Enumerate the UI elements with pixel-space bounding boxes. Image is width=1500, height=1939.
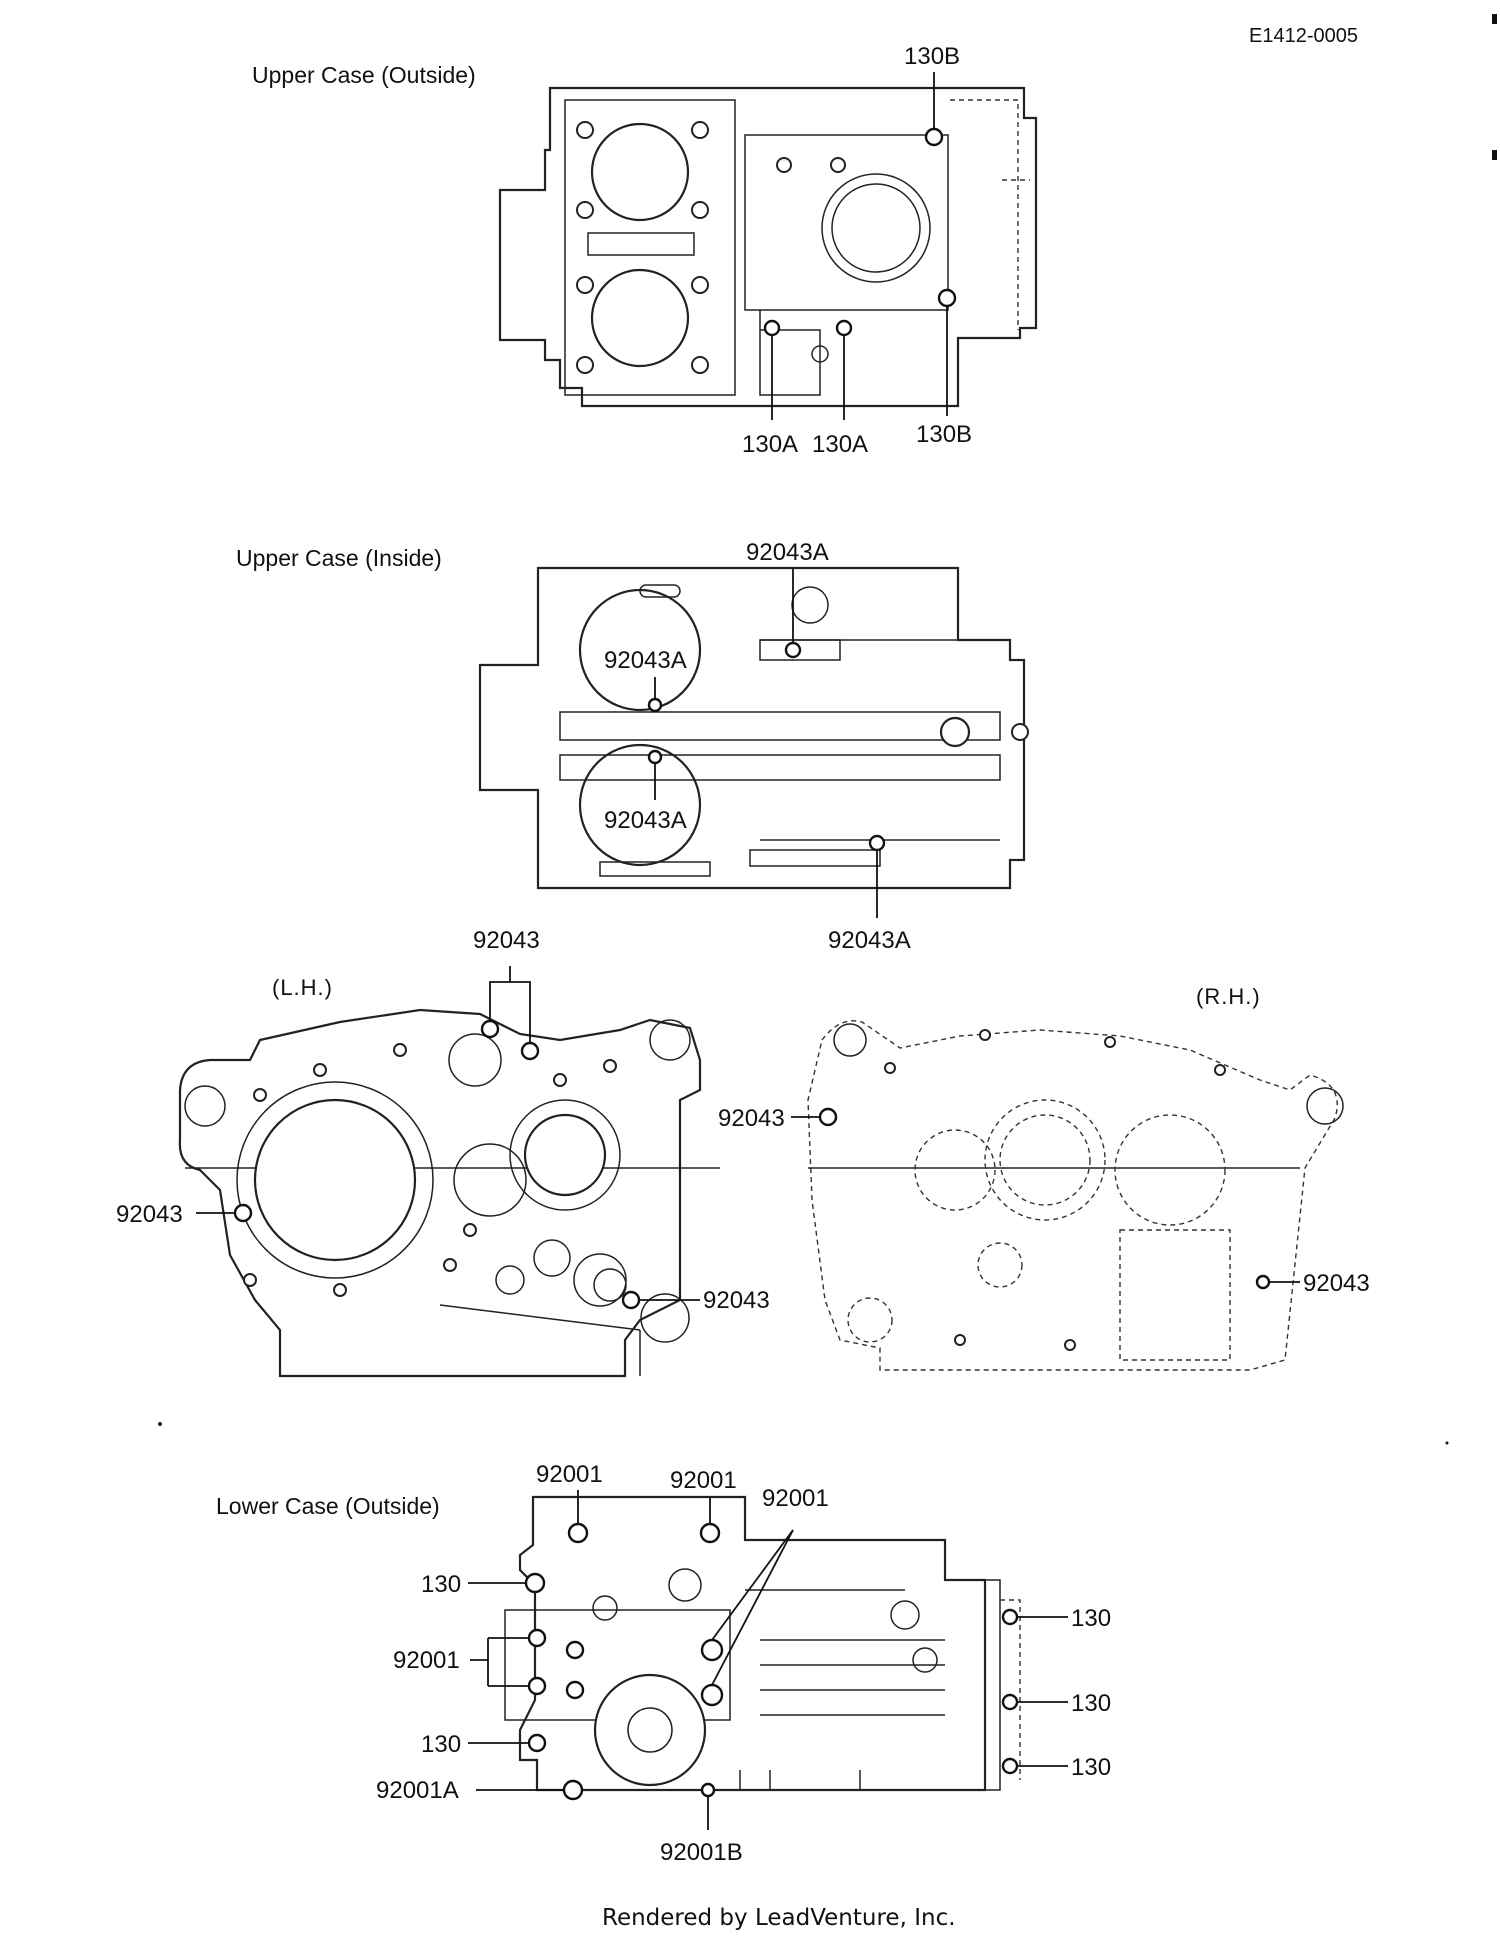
callout-label: 130 [1071, 1754, 1111, 1781]
callout-label: 130 [421, 1731, 461, 1758]
callout-label: 130 [1071, 1605, 1111, 1632]
upper-case-inside-view: Upper Case (Inside) 92043A 92043A 92043A… [236, 539, 1029, 954]
callout-label: 92043 [1303, 1270, 1370, 1297]
upper-inside-title: Upper Case (Inside) [236, 545, 442, 571]
callout-label: 92043 [116, 1201, 183, 1228]
callout-label: 130 [421, 1571, 461, 1598]
callout-label: 92001 [670, 1467, 737, 1494]
lower-outside-title: Lower Case (Outside) [216, 1493, 440, 1519]
callout-label: 130B [916, 421, 972, 448]
callout-label: 92001B [660, 1839, 743, 1866]
callout-label: 92043 [703, 1287, 770, 1314]
callout-label: 92043A [746, 539, 829, 566]
callout-label: 130A [812, 431, 868, 458]
callout-label: 92001A [376, 1777, 459, 1804]
right-hand-side-view: (R.H.) 92043 92043 [718, 984, 1370, 1371]
callout-label: 92001 [762, 1485, 829, 1512]
callout-label: 130 [1071, 1690, 1111, 1717]
callout-label: 92043 [473, 927, 540, 954]
left-hand-side-view: (L.H.) [116, 927, 770, 1378]
callout-label: 92043A [604, 807, 687, 834]
callout-label: 130B [904, 43, 960, 70]
callout-label: 92001 [536, 1461, 603, 1488]
lower-case-outside-view: Lower Case (Outside) [216, 1461, 1111, 1866]
callout-markers [233, 1019, 641, 1310]
callout-markers [524, 1522, 1019, 1801]
callout-label: 92043A [828, 927, 911, 954]
case-bolt-holes [576, 121, 846, 374]
callout-markers [818, 1107, 1271, 1290]
upper-outside-title: Upper Case (Outside) [252, 62, 476, 88]
case-bolt-holes [884, 1029, 1226, 1351]
callout-label: 92043 [718, 1105, 785, 1132]
callout-label: 92001 [393, 1647, 460, 1674]
case-bolt-holes [243, 1043, 617, 1297]
upper-case-outside-view: Upper Case (Outside) [252, 43, 1038, 458]
callout-markers [763, 127, 957, 337]
callout-label: 130A [742, 431, 798, 458]
footer-credit: Rendered by LeadVenture, Inc. [602, 1905, 956, 1931]
callout-label: 92043A [604, 647, 687, 674]
rh-label: (R.H.) [1196, 984, 1261, 1009]
diagram-code: E1412-0005 [1249, 25, 1358, 47]
lh-label: (L.H.) [272, 975, 333, 1000]
